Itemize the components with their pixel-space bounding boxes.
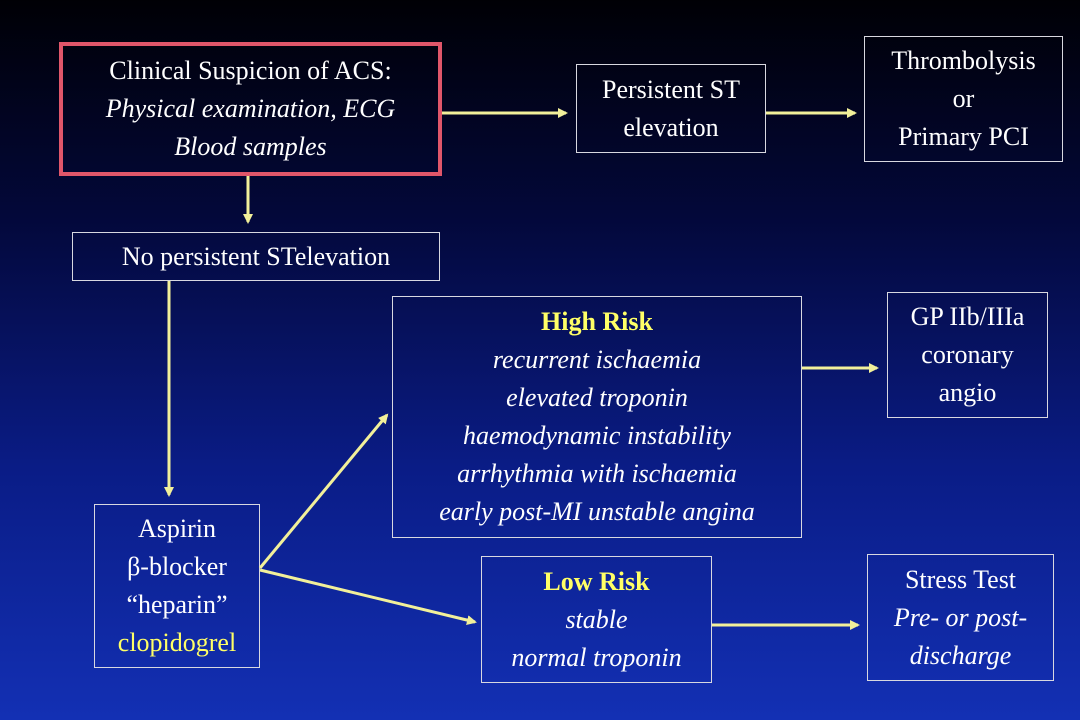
high-risk-item: early post-MI unstable angina (439, 497, 755, 526)
clinical-suspicion-blood: Blood samples (174, 132, 327, 161)
gp-iib-iiia-line2: coronary (921, 340, 1014, 369)
stress-test-line3: discharge (909, 640, 1012, 670)
low-risk-title: Low Risk (543, 566, 650, 596)
treatment-heparin: “heparin” (126, 590, 228, 619)
low-risk-stable: stable (565, 604, 628, 634)
arrow-treatment-to-high-risk (258, 413, 389, 569)
gp-iib-iiia-line3: angio (938, 378, 997, 407)
treatment-clopidogrel: clopidogrel (117, 628, 237, 657)
no-persistent-st-box: No persistent STelevation (72, 232, 440, 281)
high-risk-item: elevated troponin (506, 383, 688, 412)
high-risk-item: arrhythmia with ischaemia (457, 459, 737, 488)
arrow-treatment-to-low-risk (259, 568, 477, 625)
persistent-st-elevation-box: Persistent ST elevation (576, 64, 766, 153)
treatment-aspirin: Aspirin (138, 514, 216, 543)
low-risk-troponin: normal troponin (511, 642, 682, 672)
gp-iib-iiia-line1: GP IIb/IIIa (910, 302, 1025, 331)
high-risk-item: recurrent ischaemia (492, 345, 702, 374)
thrombolysis-line2: or (952, 84, 975, 113)
persistent-st-line2: elevation (623, 112, 719, 142)
clinical-suspicion-box: Clinical Suspicion of ACS: Physical exam… (59, 42, 442, 176)
treatment-beta-blocker: β-blocker (127, 552, 227, 581)
thrombolysis-line3: Primary PCI (898, 122, 1029, 151)
clinical-suspicion-title: Clinical Suspicion of ACS: (109, 56, 392, 85)
initial-treatment-box: Aspirin β-blocker “heparin” clopidogrel (94, 504, 260, 668)
high-risk-title: High Risk (541, 307, 653, 336)
thrombolysis-line1: Thrombolysis (891, 46, 1036, 75)
thrombolysis-box: Thrombolysis or Primary PCI (864, 36, 1063, 162)
stress-test-line2: Pre- or post- (893, 602, 1028, 632)
low-risk-box: Low Risk stable normal troponin (481, 556, 712, 683)
high-risk-box: High Risk recurrent ischaemia elevated t… (392, 296, 802, 538)
no-persistent-st-label: No persistent STelevation (121, 241, 391, 271)
persistent-st-line1: Persistent ST (602, 74, 740, 104)
clinical-suspicion-exam: Physical examination, ECG (105, 94, 396, 123)
high-risk-item: haemodynamic instability (463, 421, 731, 450)
gp-iib-iiia-box: GP IIb/IIIa coronary angio (887, 292, 1048, 418)
stress-test-box: Stress Test Pre- or post- discharge (867, 554, 1054, 681)
stress-test-line1: Stress Test (904, 564, 1017, 594)
